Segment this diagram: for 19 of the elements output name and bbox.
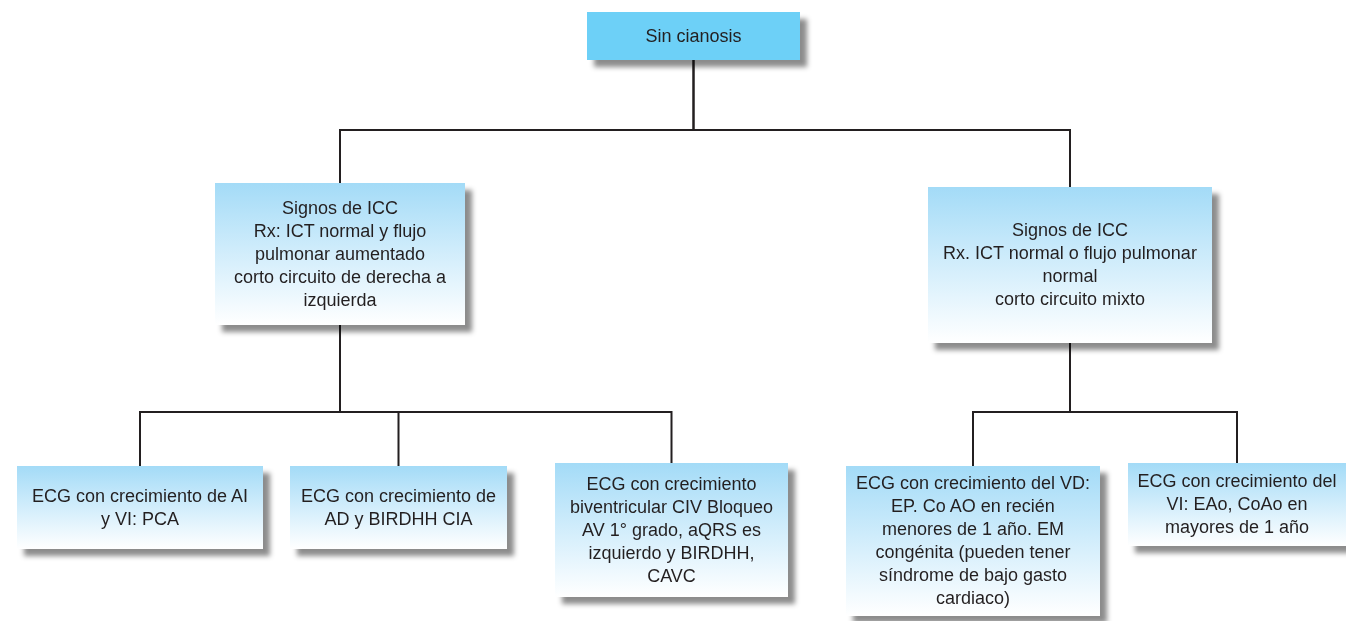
process-box	[928, 187, 1212, 343]
box-text: ECG con crecimiento biventricular CIV Bloqueo AV 1° grado, aQRS es izquierdo y BIRDHH, CAVC	[568, 472, 775, 588]
process-box	[290, 466, 507, 549]
box-text: corto circuito mixto	[994, 288, 1145, 311]
process-box	[555, 463, 788, 597]
box-text: Signos de ICC	[281, 196, 399, 220]
process-box	[215, 183, 465, 325]
box-text: corto circuito de derecha a izquierda	[232, 265, 448, 312]
box-text: ECG con crecimiento del VD: EP. Co AO en recién menores de 1 año. EM congénita (pueden tener síndrome de bajo gasto cardiaco)	[854, 472, 1092, 610]
connector-line	[1069, 342, 1238, 464]
process-box	[17, 466, 263, 549]
box-text: ECG con crecimiento de AI y VI: PCA	[30, 484, 250, 531]
box-text: Signos de ICC	[1011, 219, 1129, 242]
box-text: Sin cianosis	[645, 24, 742, 48]
box-text: ECG con crecimiento de AD y BIRDHH CIA	[299, 484, 498, 531]
box-text: ECG con crecimiento del VI: EAo, CoAo en mayores de 1 año	[1136, 470, 1338, 539]
process-box	[1128, 463, 1346, 546]
connector-line	[692, 59, 1071, 188]
root-box	[587, 12, 800, 60]
